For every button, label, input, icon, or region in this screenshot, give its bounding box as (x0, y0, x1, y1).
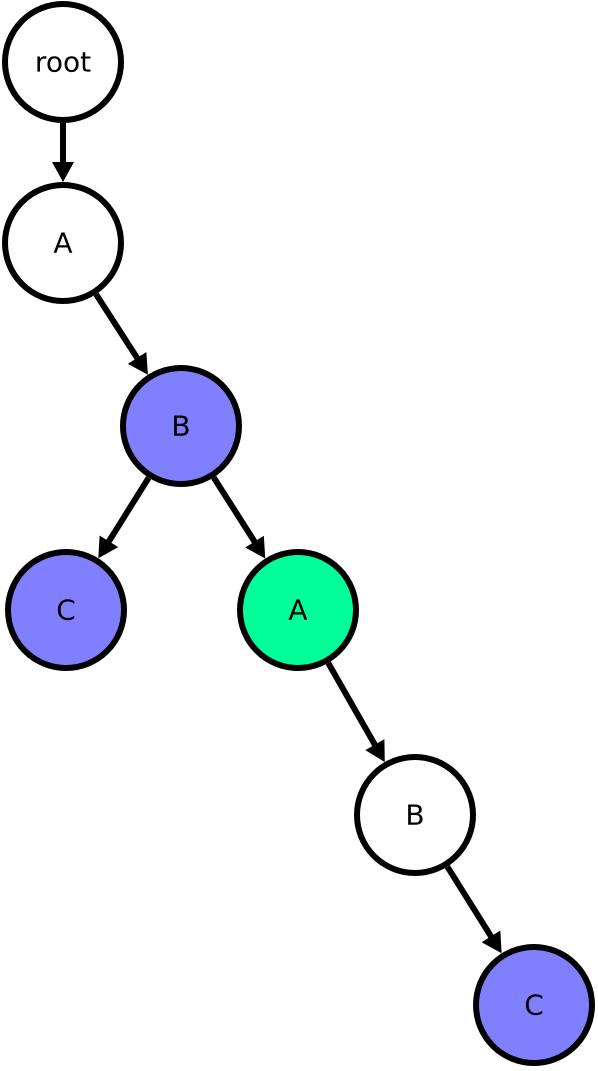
node-label-b2: B (405, 799, 424, 832)
node-circle-c1 (5, 549, 127, 671)
node-circle-root (2, 1, 124, 123)
arrowhead-a2-b2 (365, 739, 385, 763)
node-label-root: root (35, 46, 91, 79)
edge-a2-b2 (325, 661, 382, 754)
tree-node-b2: B (354, 754, 476, 876)
arrowhead-b2-c2 (481, 930, 502, 954)
arrowhead-b1-c1 (98, 535, 119, 559)
node-label-a2: A (288, 594, 307, 627)
node-circle-a1 (2, 182, 124, 304)
edges-layer (52, 123, 502, 954)
node-circle-c2 (473, 944, 595, 1066)
node-label-a1: A (53, 227, 72, 260)
edge-b1-c1 (102, 476, 152, 550)
tree-node-a2: A (237, 549, 359, 671)
arrowhead-root-a1 (52, 162, 74, 182)
edge-b1-a2 (211, 475, 262, 551)
node-circle-b2 (354, 754, 476, 876)
arrowhead-b1-a2 (245, 535, 266, 559)
arrowhead-a1-b1 (127, 351, 148, 375)
tree-node-b1: B (120, 365, 242, 487)
edge-b2-c2 (444, 865, 498, 945)
tree-node-a1: A (2, 182, 124, 304)
tree-node-c2: C (473, 944, 595, 1066)
node-circle-b1 (120, 365, 242, 487)
node-circle-a2 (237, 549, 359, 671)
edge-a1-b1 (93, 292, 144, 367)
node-label-b1: B (171, 410, 190, 443)
tree-node-c1: C (5, 549, 127, 671)
tree-node-root: root (2, 1, 124, 123)
node-label-c2: C (524, 989, 544, 1022)
node-label-c1: C (56, 594, 76, 627)
